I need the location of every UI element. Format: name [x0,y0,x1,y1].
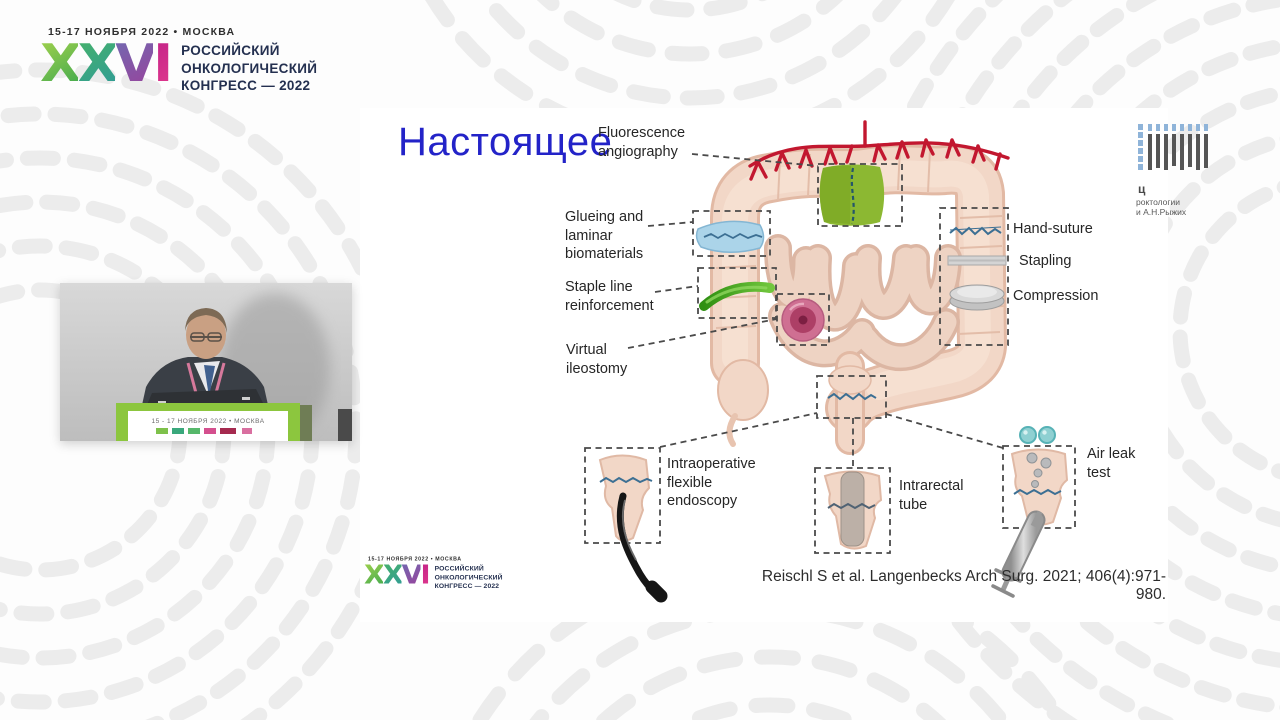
congress-numeral: XXVI [40,33,173,94]
rectal-anastomosis-suture [827,392,877,401]
slide-congress-date-line: 15-17 НОЯБРЯ 2022 • МОСКВА [368,556,462,562]
coloproctology-center-logo: ц роктологии и А.Н.Рыжих [1136,122,1228,218]
biomaterial-patch [695,220,765,253]
congress-name: РОССИЙСКИЙ ОНКОЛОГИЧЕСКИЙ КОНГРЕСС — 202… [181,43,318,94]
slide-congress-name: РОССИЙСКИЙ ОНКОЛОГИЧЕСКИЙ КОНГРЕСС — 202… [434,564,503,590]
presentation-slide: Настоящее Fluorescence angiography Gluei… [360,108,1208,622]
leader-lines [627,153,1004,468]
intrarectal-box [814,467,891,554]
hand-suture-line [949,226,1002,236]
label-intraoperative-endoscopy: Intraoperative flexible endoscopy [667,456,756,510]
podium-date-line: 15 - 17 НОЯБРЯ 2022 • МОСКВА [151,418,264,425]
rectum [827,351,877,455]
congress-logo: 15-17 НОЯБРЯ 2022 • МОСКВА XXVI РОССИЙСК… [40,26,317,95]
coloproctology-logo-bars [1138,124,1208,170]
coloproctology-logo-initial: ц [1138,182,1146,196]
label-intrarectal-tube: Intrarectal tube [899,478,964,513]
slide-congress-logo: 15-17 НОЯБРЯ 2022 • МОСКВА XXVI РОССИЙСК… [364,556,503,590]
label-fluorescence-angiography: Fluorescence angiography [598,125,686,160]
endoscopy-detail [598,454,668,603]
slide-title: Настоящее [398,120,613,164]
techniques-box [939,207,1009,346]
coloproctology-logo-line1: роктологии [1136,197,1180,208]
intrarectal-detail [823,470,883,550]
coloproctology-logo-line2: и А.Н.Рыжих [1136,207,1187,218]
red-vessels [748,120,1010,181]
label-hand-suture: Hand-suture [1013,221,1093,237]
label-glueing-biomaterials: Glueing and laminar biomaterials [565,209,644,263]
stoma [781,298,825,342]
endoscopy-box [584,447,661,544]
label-compression: Compression [1013,288,1099,304]
slide-citation: Reischl S et al. Langenbecks Arch Surg. … [761,568,1166,603]
stapler-band [947,255,1007,266]
laptop [146,389,264,407]
label-virtual-ileostomy: Virtual ileostomy [566,342,628,377]
glueing-box [692,210,771,257]
compression-ring [949,284,1005,311]
slide-congress-numeral: XXVI [364,559,431,590]
air-leak-detail [991,426,1069,598]
fluorescence-patch [819,164,885,226]
reinforcement-band [699,281,775,311]
fluorescence-suture [850,167,855,225]
congress-date-line: 15-17 НОЯБРЯ 2022 • МОСКВА [48,26,236,38]
podium-logo-strip [156,428,252,434]
speaker-video-still: 15 - 17 НОЯБРЯ 2022 • МОСКВА [60,283,352,443]
label-stapling: Stapling [1019,253,1072,269]
fluorescence-box [817,163,903,227]
speaker-video-frame: 15 - 17 НОЯБРЯ 2022 • МОСКВА [60,283,352,443]
air-bubbles [1019,426,1056,488]
syringe [991,510,1046,598]
rectum-box [816,375,887,419]
anastomosis-diagram [584,120,1076,603]
label-staple-line-reinforcement: Staple line reinforcement [565,279,654,314]
rectal-tube [840,471,865,547]
colon [710,144,1007,447]
reinforcement-box [697,267,777,319]
label-air-leak-test: Air leak test [1087,446,1136,481]
podium: 15 - 17 НОЯБРЯ 2022 • МОСКВА [116,403,352,441]
